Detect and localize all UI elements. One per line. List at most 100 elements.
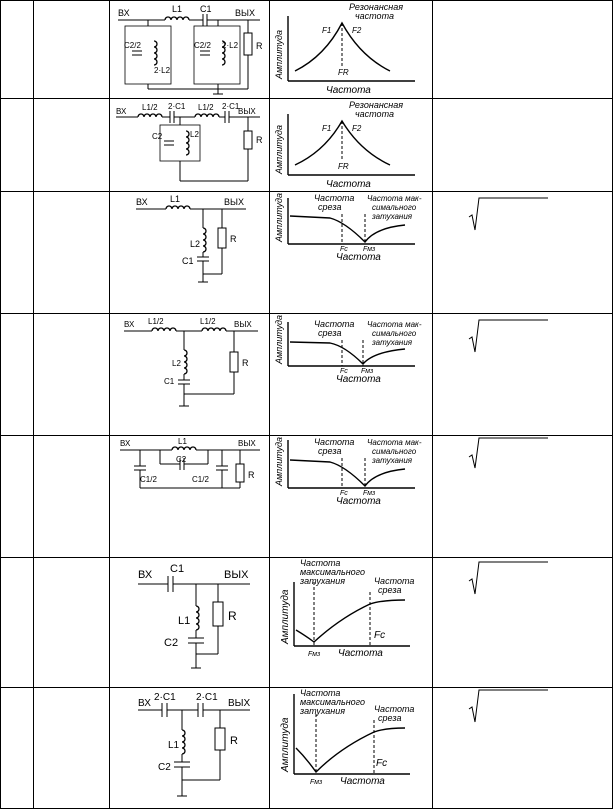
svg-text:затухания: затухания bbox=[299, 576, 345, 586]
svg-text:Частота: Частота bbox=[326, 179, 371, 190]
svg-text:Fc: Fc bbox=[376, 758, 387, 769]
cell-schematic: ВХ ВЫХ L1/2 2·C1 L1/2 2·C1 C2 bbox=[109, 98, 270, 192]
table-row: ВХ ВЫХ L1 C1 C2/2 2·L2 C2/2 bbox=[0, 0, 613, 99]
C2half-label-2: C2/2 bbox=[194, 41, 211, 50]
cell-formula bbox=[432, 313, 613, 436]
svg-text:Амплитуда: Амплитуда bbox=[280, 717, 291, 773]
cell-schematic: ВХ ВЫХ L1 L2 C1 R bbox=[109, 191, 270, 314]
twoL2-label: 2·L2 bbox=[154, 66, 171, 75]
response-3: Частота среза Частота мак- симального за… bbox=[274, 193, 422, 263]
svg-text:ВЫХ: ВЫХ bbox=[224, 569, 249, 581]
svg-text:ВЫХ: ВЫХ bbox=[234, 320, 252, 329]
svg-text:затухания: затухания bbox=[371, 212, 413, 221]
cell-response: Частота максимального затухания Частота … bbox=[269, 687, 433, 809]
svg-text:Частота мак-: Частота мак- bbox=[367, 438, 422, 447]
cell-formula bbox=[432, 435, 613, 558]
table-row: ВХ ВЫХ L1 L2 C1 R bbox=[0, 191, 613, 314]
svg-text:Fc: Fc bbox=[374, 630, 385, 641]
svg-text:симального: симального bbox=[372, 203, 417, 212]
svg-text:ВЫХ: ВЫХ bbox=[238, 439, 256, 448]
table-row: ВХ ВЫХ C1 L1 C2 R bbox=[0, 557, 613, 688]
svg-text:FR: FR bbox=[338, 68, 349, 77]
response-5: Частота среза Частота мак- симального за… bbox=[274, 437, 422, 507]
svg-text:симального: симального bbox=[372, 447, 417, 456]
svg-text:Частота мак-: Частота мак- bbox=[367, 194, 422, 203]
svg-text:ВЫХ: ВЫХ bbox=[228, 698, 251, 709]
svg-text:Частота: Частота bbox=[336, 374, 381, 385]
svg-text:F2: F2 bbox=[352, 26, 362, 35]
cell-type bbox=[33, 0, 110, 99]
svg-text:Резонансная: Резонансная bbox=[349, 100, 403, 110]
cell-response: Частота максимального затухания Частота … bbox=[269, 557, 433, 688]
svg-text:L2: L2 bbox=[190, 239, 200, 249]
svg-text:L1/2: L1/2 bbox=[148, 317, 164, 326]
frequency-label: Частота bbox=[326, 85, 371, 96]
L1-label: L1 bbox=[172, 4, 182, 14]
svg-text:C1: C1 bbox=[182, 256, 194, 266]
svg-text:Частота: Частота bbox=[374, 576, 414, 586]
schematic-1: ВХ ВЫХ L1 C1 C2/2 2·L2 C2/2 bbox=[118, 4, 263, 95]
svg-text:среза: среза bbox=[318, 202, 342, 212]
svg-text:Fмз: Fмз bbox=[361, 368, 374, 375]
svg-text:частота: частота bbox=[355, 109, 394, 119]
cell-formula bbox=[432, 557, 613, 688]
cell-schematic: ВХ ВЫХ L1 C2 C1/2 C1/2 bbox=[109, 435, 270, 558]
resonant-label-2: частота bbox=[355, 11, 394, 21]
svg-text:затухания: затухания bbox=[371, 338, 413, 347]
svg-text:Fмз: Fмз bbox=[308, 651, 321, 658]
svg-text:ВХ: ВХ bbox=[116, 107, 127, 116]
svg-text:Частота мак-: Частота мак- bbox=[367, 320, 422, 329]
svg-text:L1: L1 bbox=[168, 740, 180, 751]
svg-text:ВХ: ВХ bbox=[138, 569, 153, 581]
svg-text:Частота: Частота bbox=[338, 648, 383, 659]
svg-text:Частота: Частота bbox=[314, 437, 354, 447]
svg-text:Частота: Частота bbox=[374, 704, 414, 714]
svg-text:L1/2: L1/2 bbox=[142, 103, 158, 112]
svg-text:L1/2: L1/2 bbox=[200, 317, 216, 326]
svg-text:Амплитуда: Амплитуда bbox=[274, 437, 284, 487]
svg-text:C2: C2 bbox=[152, 132, 163, 141]
R-label: R bbox=[256, 41, 263, 51]
svg-text:Частота: Частота bbox=[314, 319, 354, 329]
resonant-label: Резонансная bbox=[349, 2, 403, 12]
svg-text:Fc: Fc bbox=[340, 246, 348, 253]
cell-response: Частота среза Частота мак- симального за… bbox=[269, 435, 433, 558]
svg-text:среза: среза bbox=[318, 446, 342, 456]
amplitude-label: Амплитуда bbox=[274, 30, 284, 80]
svg-text:L1: L1 bbox=[178, 437, 187, 446]
svg-text:R: R bbox=[230, 735, 238, 747]
C1-label: C1 bbox=[200, 4, 212, 14]
svg-text:R: R bbox=[248, 470, 255, 480]
response-6: Частота максимального затухания Частота … bbox=[280, 558, 414, 660]
svg-text:Частота: Частота bbox=[300, 558, 340, 568]
svg-text:Частота: Частота bbox=[300, 688, 340, 698]
svg-text:L2: L2 bbox=[190, 130, 199, 139]
svg-text:F2: F2 bbox=[352, 124, 362, 133]
table-row: ВХ ВЫХ L1 C2 C1/2 C1/2 bbox=[0, 435, 613, 558]
svg-text:R: R bbox=[228, 609, 237, 623]
svg-text:Частота: Частота bbox=[336, 496, 381, 507]
schematic-2: ВХ ВЫХ L1/2 2·C1 L1/2 2·C1 C2 bbox=[116, 102, 263, 182]
svg-text:2·C1: 2·C1 bbox=[168, 102, 186, 111]
svg-text:симального: симального bbox=[372, 329, 417, 338]
svg-text:L1/2: L1/2 bbox=[198, 103, 214, 112]
cell-schematic: ВХ ВЫХ 2·C1 2·C1 L1 C2 R bbox=[109, 687, 270, 809]
svg-text:C2: C2 bbox=[176, 455, 187, 464]
svg-text:Амплитуда: Амплитуда bbox=[274, 125, 284, 175]
cell-formula bbox=[432, 687, 613, 809]
response-1: Резонансная частота Амплитуда F1 F2 FR Ч… bbox=[274, 2, 415, 96]
svg-text:Fмз: Fмз bbox=[363, 246, 376, 253]
schematic-7: ВХ ВЫХ 2·C1 2·C1 L1 C2 R bbox=[138, 692, 251, 797]
svg-text:C1/2: C1/2 bbox=[140, 475, 157, 484]
svg-text:Fмз: Fмз bbox=[363, 490, 376, 497]
cell-response: Резонансная частота Амплитуда F1 F2 FR Ч… bbox=[269, 98, 433, 192]
table-row: ВХ ВЫХ L1/2 L1/2 L2 C1 R bbox=[0, 313, 613, 436]
svg-text:Частота: Частота bbox=[314, 193, 354, 203]
svg-text:Амплитуда: Амплитуда bbox=[274, 193, 284, 243]
cell-response: Резонансная частота Амплитуда F1 F2 FR Ч… bbox=[269, 0, 433, 99]
svg-text:Амплитуда: Амплитуда bbox=[274, 315, 284, 365]
schematic-4: ВХ ВЫХ L1/2 L1/2 L2 C1 R bbox=[124, 317, 258, 407]
svg-text:2·C1: 2·C1 bbox=[196, 692, 218, 703]
response-2: Резонансная частота Амплитуда F1 F2 FR Ч… bbox=[274, 100, 415, 190]
